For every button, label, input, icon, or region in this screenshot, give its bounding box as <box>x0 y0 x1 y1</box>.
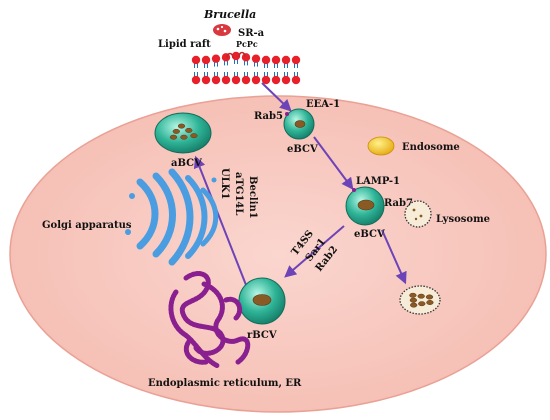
bacterium <box>177 123 186 129</box>
label-er: Endoplasmic reticulum, ER <box>148 378 302 389</box>
bacterium <box>169 134 178 140</box>
label-endosome: Endosome <box>402 142 460 153</box>
lipid-head <box>241 75 251 85</box>
label-brucella: Brucella <box>203 8 256 21</box>
label-rab5: Rab5 <box>254 111 283 122</box>
lipid-head <box>281 55 291 65</box>
label-lipid-raft: Lipid raft <box>158 39 211 50</box>
abcv-vacuole <box>154 112 212 154</box>
lipid-head <box>221 75 231 85</box>
bacterium <box>190 133 198 139</box>
lipid-head <box>291 55 301 65</box>
lipid-head <box>241 53 251 62</box>
lipid-head <box>211 54 221 63</box>
lipid-head <box>201 75 211 85</box>
raft-receptor <box>226 52 234 59</box>
bacterium <box>426 300 434 305</box>
arrow-entry <box>261 82 292 112</box>
lipid-head <box>211 75 221 85</box>
lysosome <box>404 200 432 228</box>
golgi-apparatus <box>125 168 219 266</box>
label-eea1: EEA-1 <box>306 99 340 110</box>
raft-receptor <box>238 51 246 58</box>
bacterium <box>417 293 425 299</box>
endoplasmic-reticulum <box>168 271 251 369</box>
bacterium <box>185 127 193 133</box>
lipid-head <box>251 75 261 85</box>
lipid-head <box>271 75 281 85</box>
lipid-head <box>281 75 291 85</box>
label-pc: PcPc <box>236 39 258 49</box>
label-ebcv-early: eBCV <box>287 144 318 155</box>
label-lysosome: Lysosome <box>436 214 490 225</box>
lipid-raft-membrane <box>191 51 301 85</box>
host-cell <box>9 95 547 413</box>
rbcv-vacuole <box>238 277 286 325</box>
lipid-head <box>191 75 201 85</box>
lipid-head <box>271 55 281 65</box>
arrow-early-to-late <box>313 136 354 190</box>
label-golgi: Golgi apparatus <box>42 220 132 231</box>
bacterium <box>409 297 418 303</box>
label-rab7: Rab7 <box>384 198 413 209</box>
label-sr-a: SR-a <box>238 28 265 39</box>
lipid-head <box>201 55 211 65</box>
endosome <box>367 136 395 156</box>
bacterium <box>172 128 180 134</box>
early-ebcv-vacuole <box>283 108 315 140</box>
lipid-head <box>261 75 271 85</box>
bacterium <box>410 302 418 308</box>
bacterium <box>418 301 426 307</box>
bacterium <box>409 292 417 298</box>
label-ulk1: ULK1 <box>219 168 230 199</box>
lipid-head <box>191 55 201 65</box>
label-atg14l: aTG14L <box>233 172 244 215</box>
label-rbcv: rBCV <box>247 330 277 341</box>
bacterium <box>425 294 434 300</box>
label-beclin1: Beclin1 <box>247 176 258 219</box>
label-lamp1: LAMP-1 <box>356 176 400 187</box>
arrow-to-degradation <box>381 229 407 285</box>
lipid-head <box>231 75 241 85</box>
label-abcv: aBCV <box>171 158 202 169</box>
lipid-head <box>261 55 271 65</box>
label-ebcv-late: eBCV <box>354 229 385 240</box>
phagolysosome <box>399 285 441 315</box>
arrow-late-to-rbcv <box>284 225 345 278</box>
arrow-rbcv-to-abcv <box>193 155 249 291</box>
lipid-head <box>291 75 301 85</box>
lipid-head <box>231 51 241 61</box>
bacterium <box>180 134 188 140</box>
late-ebcv-vacuole <box>345 186 385 226</box>
brucella-bacterium <box>213 24 231 36</box>
lipid-head <box>251 54 261 63</box>
